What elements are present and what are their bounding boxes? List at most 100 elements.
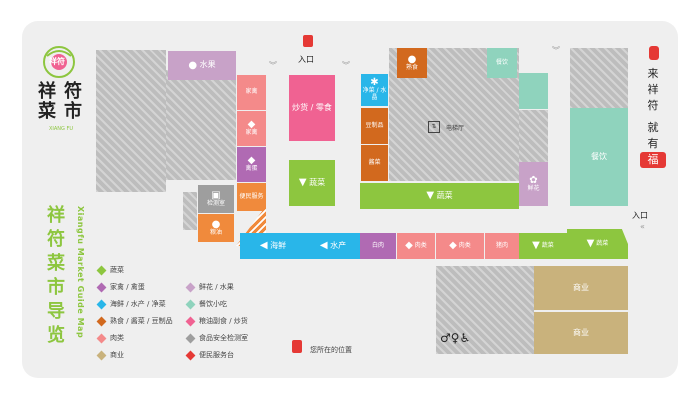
entrance-right: 入口 [632, 211, 648, 220]
stall-dining-big[interactable]: 餐饮 [570, 108, 628, 206]
stall-safety-room[interactable]: ▣检测室 [198, 185, 234, 213]
legend-label: 肉类 [110, 334, 124, 342]
stall-label: 白肉 [371, 241, 384, 249]
pot-icon: ● [407, 53, 417, 65]
stall-eggs[interactable]: ◆禽蛋 [237, 147, 266, 182]
legend-label: 粮油副食 / 炒货 [199, 317, 248, 325]
slogan-char: 有 [647, 137, 659, 150]
stall-meat[interactable]: ◆ 肉类 [397, 233, 435, 259]
legend-item: 蔬菜 [96, 265, 124, 275]
elevator-hall: ⇅ 电梯厅 [428, 121, 464, 133]
guide-char: 符 [47, 229, 65, 250]
legend-swatch [185, 350, 196, 360]
stall-seafood[interactable]: ◀ 海鲜 [240, 233, 306, 259]
chevrons-icon: ︾ [342, 61, 350, 70]
legend-swatch [96, 333, 107, 343]
elevator-label: 电梯厅 [446, 124, 465, 132]
stall-label: 酱菜 [368, 158, 381, 166]
legend-swatch [185, 316, 196, 326]
brand-char: 符 [64, 81, 82, 102]
brand-pinyin: XIANG FU [48, 126, 74, 132]
legend-swatch [96, 282, 107, 292]
legend-item: 鲜花 / 水果 [185, 282, 234, 292]
stall-label: 商业 [573, 327, 589, 337]
stall-label: 肉类 [414, 241, 427, 249]
stall-dining-small[interactable]: 餐饮 [487, 48, 517, 78]
stall-business[interactable]: 商业 [534, 312, 628, 354]
you-are-here-label: 您所在的位置 [310, 346, 352, 354]
legend-item: 食品安全检测室 [185, 333, 248, 343]
stall-cooked[interactable]: ●熟食 [397, 48, 427, 78]
stall-label: 海鲜 [270, 240, 287, 250]
microscope-icon: ▣ [211, 189, 221, 201]
stall-label: 餐饮 [591, 151, 607, 161]
stall-pork[interactable]: 猪肉 [485, 233, 519, 259]
you-are-here-icon [292, 340, 302, 353]
guide-english: Xiangfu Market Guide Map [76, 206, 85, 339]
slogan-char: 来 [647, 67, 659, 80]
stall-label: 豆制品 [365, 121, 384, 129]
brand-char: 市 [64, 101, 82, 122]
legend-item: 粮油副食 / 炒货 [185, 316, 248, 326]
stall-white-meat[interactable]: 白肉 [360, 233, 396, 259]
stall-aquatic-row[interactable]: ◀ 水产 [306, 233, 360, 259]
legend-label: 便民服务台 [199, 351, 234, 359]
stall-label: 蔬菜 [541, 241, 554, 249]
stall-label: 猪肉 [495, 241, 508, 249]
stall-meat[interactable]: ◆ 肉类 [436, 233, 484, 259]
legend-swatch [185, 333, 196, 343]
stall-label: 水产 [330, 240, 347, 250]
entrance-top: 入口 [298, 55, 314, 64]
stall-poultry[interactable]: 家禽 [237, 75, 266, 110]
fish-icon: ◀ [319, 240, 328, 251]
chevrons-icon: ︾ [552, 46, 560, 55]
brand-char: 祥 [38, 81, 56, 102]
legend-swatch [96, 299, 107, 309]
stall-label: 净菜 / 水晶 [362, 87, 387, 101]
legend-swatch [185, 299, 196, 309]
carrot-icon: ▼ [426, 190, 435, 201]
legend-item: 餐饮小吃 [185, 299, 227, 309]
stall-label: 蔬菜 [436, 190, 453, 200]
wall-block [436, 266, 534, 354]
stall-veg-row[interactable]: ▼ 蔬菜 [567, 229, 628, 259]
stall-vegetable-bottom[interactable]: ▼ 蔬菜 [360, 183, 519, 209]
legend-swatch [96, 316, 107, 326]
elevator-icon: ⇅ [428, 121, 440, 133]
wall-block [183, 192, 197, 230]
wall-block [570, 48, 628, 108]
legend-item: 便民服务台 [185, 350, 234, 360]
carrot-icon: ▼ [532, 240, 540, 251]
flower-logo-icon [43, 46, 75, 78]
stall-snack[interactable]: 炒货 / 零食 [289, 75, 335, 141]
stall-label: 家禽 [245, 88, 258, 96]
stall-tofu[interactable]: 豆制品 [361, 108, 388, 144]
stall-flower[interactable]: ✿鲜花 [519, 162, 548, 206]
slogan-char: 符 [647, 99, 659, 112]
stall-label: 禽蛋 [245, 165, 258, 173]
stall-pickled[interactable]: 酱菜 [361, 145, 388, 181]
stall-aquatic[interactable]: ✱净菜 / 水晶 [361, 74, 388, 106]
stall-grainoil[interactable]: ●粮油 [198, 214, 234, 242]
stall-business[interactable]: 商业 [534, 266, 628, 310]
guide-char: 市 [47, 277, 65, 298]
stall-vegetable[interactable]: ▼ 蔬菜 [289, 160, 335, 206]
stall-veg-row[interactable]: ▼ 蔬菜 [519, 233, 567, 259]
stall-label: 家禽 [245, 129, 258, 137]
fruit-icon: ● [188, 59, 198, 71]
egg-icon: ◆ [247, 155, 256, 167]
stall-fruit[interactable]: ● 水果 [168, 51, 236, 80]
grain-icon: ● [211, 218, 221, 230]
stall-label: 熟食 [405, 63, 418, 71]
wall-block [166, 70, 236, 180]
brand-name: 祥符 菜市 [38, 82, 82, 122]
legend-item: 商业 [96, 350, 124, 360]
stall-service[interactable]: 便民服务 [237, 183, 266, 211]
stall-poultry[interactable]: ◆家禽 [237, 111, 266, 146]
stall-label: 水果 [199, 60, 216, 70]
dining-strip [519, 73, 548, 109]
legend-label: 商业 [110, 351, 124, 359]
chevrons-icon: ︾ [269, 61, 277, 70]
stall-label: 蔬菜 [309, 177, 326, 187]
slogan-char: 祥 [647, 83, 659, 96]
